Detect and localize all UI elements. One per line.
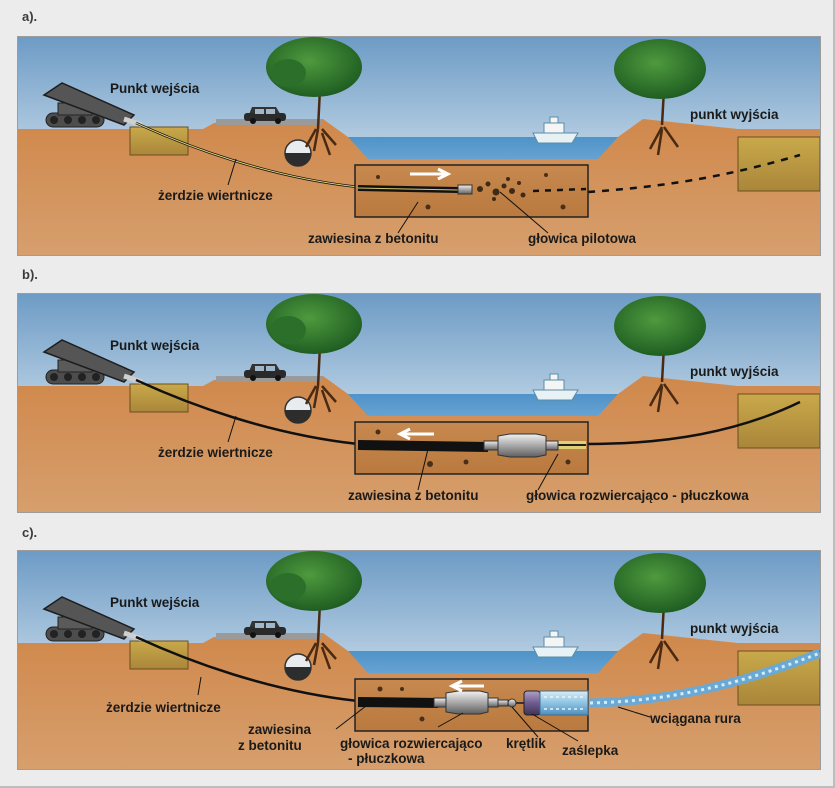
soil-cuttings [477, 177, 526, 201]
label-exit-point: punkt wyjścia [690, 621, 779, 636]
arrow-right-icon [410, 167, 452, 181]
panel-letter-c: c). [22, 525, 38, 540]
borehole-inset [354, 164, 589, 218]
product-pipe-outside [589, 648, 820, 708]
drill-rig-icon [42, 596, 143, 642]
tree-left-icon [266, 294, 362, 413]
road [216, 633, 321, 639]
tree-right-icon [614, 39, 706, 156]
ship-icon [532, 116, 579, 144]
panel-letter-b: b). [22, 267, 38, 282]
borehole-inset [354, 421, 589, 475]
car-icon [244, 107, 286, 124]
label-drill-rods: żerdzie wiertnicze [106, 700, 221, 715]
panel-letter-a: a). [22, 9, 38, 24]
tree-left-icon [266, 551, 362, 670]
drill-rig-icon [42, 82, 143, 128]
label-reamer-line1: głowica rozwiercająco [340, 736, 483, 751]
manhole-icon [284, 653, 312, 681]
car-icon [244, 621, 286, 638]
pilot-head-icon [457, 184, 473, 195]
planned-path [587, 153, 801, 194]
swivel-icon [497, 698, 517, 708]
pipe-cap-icon [523, 690, 541, 716]
panel-c: Punkt wejścia punkt wyjścia żerdzie wier… [17, 550, 821, 770]
manhole-icon [284, 139, 312, 167]
tree-left-icon [266, 37, 362, 156]
drill-rods [135, 378, 359, 446]
arrow-left-icon [448, 679, 484, 693]
pilot-rods-exit [587, 400, 801, 446]
product-pipe-icon [539, 690, 589, 716]
label-entry-point: Punkt wejścia [110, 338, 200, 353]
ship-icon [532, 630, 579, 658]
panel-a: Punkt wejścia punkt wyjścia żerdzie wier… [17, 36, 821, 256]
panel-b: Punkt wejścia punkt wyjścia żerdzie wier… [17, 293, 821, 513]
label-exit-point: punkt wyjścia [690, 364, 779, 379]
label-swivel: krętlik [506, 736, 546, 751]
car-icon [244, 364, 286, 381]
drill-rods [135, 635, 359, 703]
road [216, 376, 321, 382]
ship-icon [532, 373, 579, 401]
label-exit-point: punkt wyjścia [690, 107, 779, 122]
label-slurry-line2: z betonitu [238, 738, 302, 753]
road [216, 119, 321, 125]
label-entry-point: Punkt wejścia [110, 81, 200, 96]
label-slurry: zawiesina z betonitu [348, 488, 479, 503]
label-reamer-line2: - płuczkowa [348, 751, 425, 766]
manhole-icon [284, 396, 312, 424]
label-drill-rods: żerdzie wiertnicze [158, 188, 273, 203]
label-slurry-line1: zawiesina [248, 722, 312, 737]
borehole-inset [354, 678, 589, 732]
tree-right-icon [614, 296, 706, 413]
label-cap: zaślepka [562, 743, 619, 758]
arrow-left-icon [396, 427, 434, 441]
label-reamer-head: głowica rozwiercająco - płuczkowa [526, 488, 749, 503]
reamer-head-icon [483, 433, 559, 458]
label-pilot-head: głowica pilotowa [528, 231, 636, 246]
tree-right-icon [614, 553, 706, 670]
label-slurry: zawiesina z betonitu [308, 231, 439, 246]
exit-pit [737, 136, 820, 192]
label-drill-rods: żerdzie wiertnicze [158, 445, 273, 460]
label-pulled-pipe: wciągana rura [649, 711, 741, 726]
label-entry-point: Punkt wejścia [110, 595, 200, 610]
